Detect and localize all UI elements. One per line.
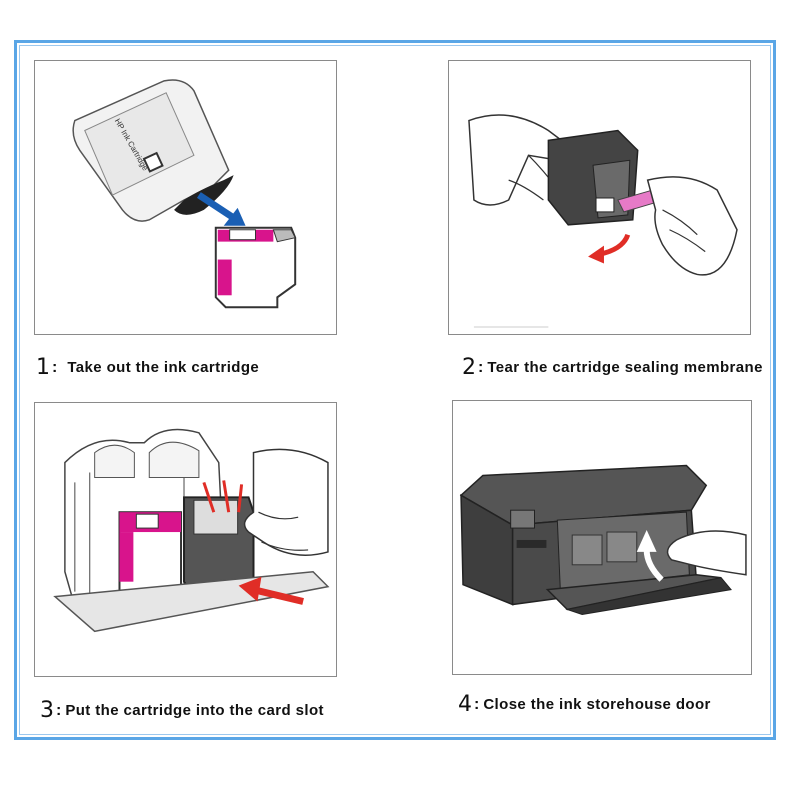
- step-2-number: 2: [462, 355, 476, 380]
- inner-frame: [19, 45, 771, 735]
- step-1-number: 1: [36, 355, 50, 380]
- close-printer-door-illustration: [459, 464, 747, 615]
- step-3-image: [34, 402, 337, 677]
- step-4-number: 4: [458, 692, 472, 717]
- step-2-caption: 2:Tear the cartridge sealing membrane: [462, 355, 763, 380]
- cartridge-unwrap-illustration: HP Ink Cartridge: [72, 79, 297, 309]
- step-2-image: [448, 60, 751, 335]
- insert-cartridge-illustration: [53, 428, 330, 633]
- step-1-separator: :: [52, 358, 58, 376]
- step-3-text: Put the cartridge into the card slot: [65, 702, 324, 719]
- step-4-image: [452, 400, 752, 675]
- step-3-caption: 3:Put the cartridge into the card slot: [40, 698, 324, 723]
- step-2-text: Tear the cartridge sealing membrane: [487, 359, 763, 376]
- step-1-text: Take out the ink cartridge: [67, 359, 260, 376]
- step-4-separator: :: [474, 695, 480, 713]
- step-2-separator: :: [478, 358, 484, 376]
- step-3-separator: :: [56, 701, 62, 719]
- step-1-image: HP Ink Cartridge: [34, 60, 337, 335]
- outer-frame: [14, 40, 776, 740]
- step-3-number: 3: [40, 698, 54, 723]
- step-4-text: Close the ink storehouse door: [483, 696, 711, 713]
- step-1-caption: 1: Take out the ink cartridge: [36, 355, 259, 380]
- tear-membrane-illustration: [468, 114, 738, 328]
- step-4-caption: 4:Close the ink storehouse door: [458, 692, 711, 717]
